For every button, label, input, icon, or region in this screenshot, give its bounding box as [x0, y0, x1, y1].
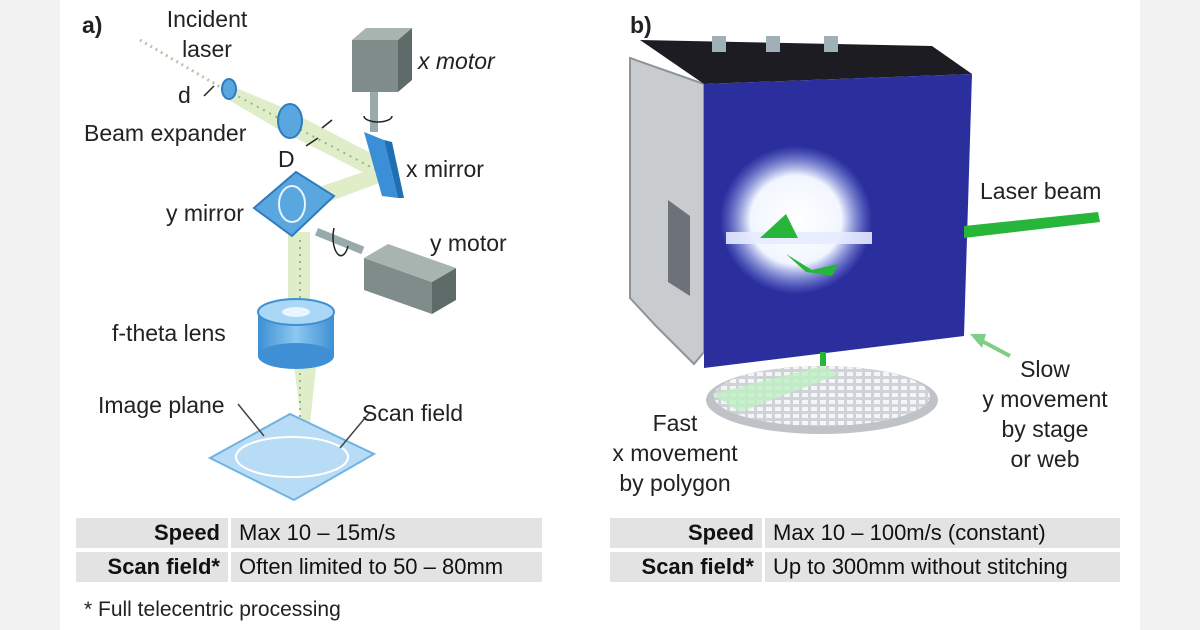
spec-value: Max 10 – 100m/s (constant) — [765, 518, 1120, 548]
y-motor-label: y motor — [430, 230, 507, 256]
f-theta-lens-label: f-theta lens — [112, 320, 226, 346]
small-lens-icon — [221, 78, 237, 100]
d-label: d — [178, 82, 191, 108]
panel-a-spec-table: Speed Max 10 – 15m/s Scan field* Often l… — [76, 514, 542, 586]
y-mirror-icon — [252, 170, 336, 238]
image-plane-icon — [207, 412, 377, 502]
beam-expander-lens-icon — [277, 103, 303, 139]
panel-b-spec-table: Speed Max 10 – 100m/s (constant) Scan fi… — [610, 514, 1120, 586]
table-row: Speed Max 10 – 15m/s — [76, 518, 542, 548]
f-theta-lens-icon — [257, 298, 335, 369]
fast-x-movement-label: Fast x movement by polygon — [612, 410, 738, 496]
laser-beam-label: Laser beam — [980, 178, 1102, 204]
polygon-scanner-housing — [629, 36, 972, 386]
incident-laser-dotted-line — [139, 38, 223, 90]
x-mirror-label: x mirror — [406, 156, 484, 182]
table-row: Speed Max 10 – 100m/s (constant) — [610, 518, 1120, 548]
y-motor-icon — [315, 227, 456, 314]
spec-value: Max 10 – 15m/s — [231, 518, 542, 548]
x-motor-icon — [352, 28, 412, 132]
stage-web-disc — [706, 366, 938, 434]
slow-y-movement-label: Slow y movement by stage or web — [982, 356, 1108, 472]
table-row: Scan field* Up to 300mm without stitchin… — [610, 552, 1120, 582]
dimension-arrows — [203, 85, 333, 147]
spec-value: Up to 300mm without stitching — [765, 552, 1120, 582]
spec-key: Speed — [76, 518, 231, 548]
slow-y-arrow-icon — [970, 334, 1011, 358]
incident-laser-label: Incident laser — [166, 6, 248, 62]
y-mirror-label: y mirror — [166, 200, 244, 226]
spec-key: Speed — [610, 518, 765, 548]
x-mirror-icon — [364, 132, 404, 198]
panel-b-tag: b) — [630, 12, 652, 38]
scan-field-label: Scan field — [362, 400, 464, 426]
laser-beam-green — [964, 212, 1100, 238]
image-plane-label: Image plane — [98, 392, 225, 418]
x-motor-label: x motor — [418, 48, 495, 74]
leader-lines — [237, 403, 371, 449]
footnote: * Full telecentric processing — [84, 598, 341, 621]
spec-value: Often limited to 50 – 80mm — [231, 552, 542, 582]
beam-expander-label: Beam expander — [84, 120, 247, 146]
D-label: D — [278, 146, 295, 172]
panel-a-tag: a) — [82, 12, 103, 38]
spec-key: Scan field* — [76, 552, 231, 582]
table-row: Scan field* Often limited to 50 – 80mm — [76, 552, 542, 582]
spec-key: Scan field* — [610, 552, 765, 582]
